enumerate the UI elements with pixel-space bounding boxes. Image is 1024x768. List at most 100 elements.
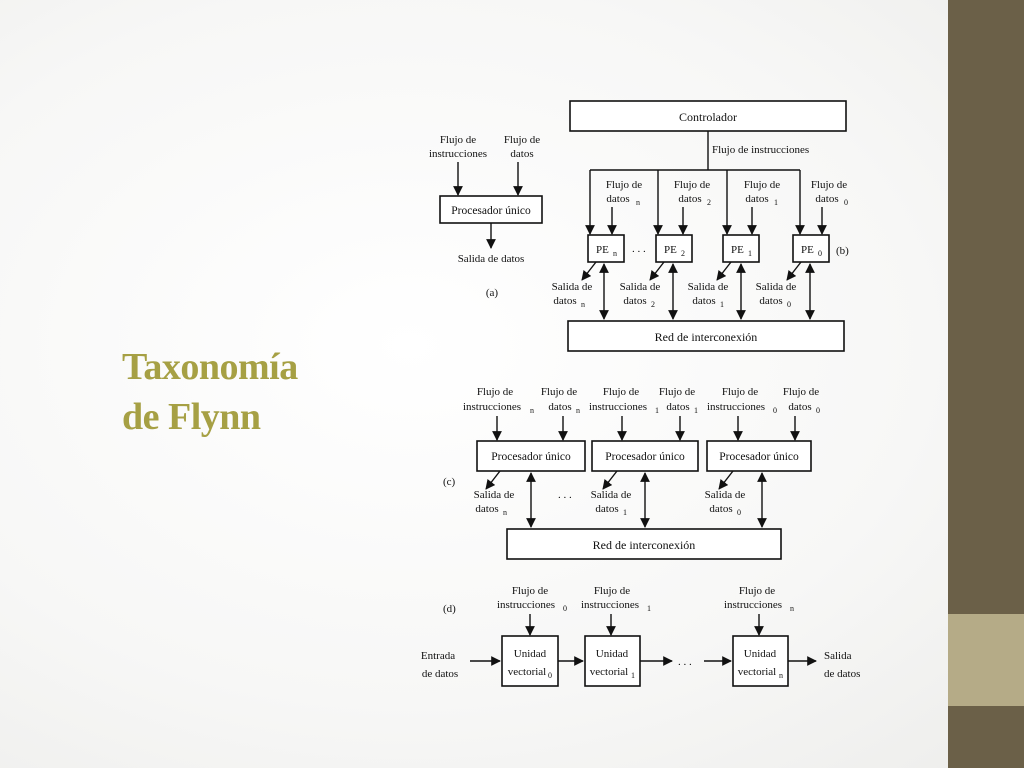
b-data-in-1-1: Flujo de <box>744 179 780 191</box>
b-data-in-2-sub: 2 <box>707 198 711 207</box>
d-instr-0-2: instrucciones <box>497 599 555 611</box>
b-out-1-2: datos <box>692 295 715 307</box>
c-network-box <box>506 528 782 560</box>
c-network-label: Red de interconexión <box>593 538 696 552</box>
d-unit-0-2: vectorial <box>508 666 546 678</box>
diagram-c-mimd: Flujo de instrucciones n Flujo de datos … <box>443 386 820 560</box>
c-data-1-1: Flujo de <box>659 386 695 398</box>
c-out-1-2: datos <box>595 503 618 515</box>
d-output-1: Salida <box>824 650 852 662</box>
b-out-arrow-2 <box>649 261 665 281</box>
slide-title: Taxonomía de Flynn <box>122 342 382 442</box>
c-panel-label: (c) <box>443 476 456 488</box>
c-instr-1-2: instrucciones <box>589 401 647 413</box>
c-out-arrow-0 <box>718 470 734 490</box>
b-data-in-1-2: datos <box>745 193 768 205</box>
d-unit-n-1: Unidad <box>744 648 777 660</box>
c-out-1-sub: 1 <box>623 508 627 517</box>
d-unit-n-2: vectorial <box>738 666 776 678</box>
diagram-b-simd: Controlador Flujo de instrucciones Flujo… <box>552 100 849 352</box>
c-data-n-1: Flujo de <box>541 386 577 398</box>
b-out-0-1: Salida de <box>756 281 797 293</box>
b-out-0-sub: 0 <box>787 300 791 309</box>
b-data-in-0-1: Flujo de <box>811 179 847 191</box>
b-data-in-2-2: datos <box>678 193 701 205</box>
b-out-arrow-0 <box>786 261 802 281</box>
c-out-0-1: Salida de <box>705 489 746 501</box>
d-unit-box-1 <box>584 635 641 687</box>
a-data-label-2: datos <box>510 148 533 160</box>
c-instr-1-1: Flujo de <box>603 386 639 398</box>
b-pe-sub-0: 0 <box>818 249 822 258</box>
c-data-1-sub: 1 <box>694 406 698 415</box>
b-controller-box <box>569 100 847 132</box>
d-unit-n-sub: n <box>779 671 783 680</box>
a-processor-label: Procesador único <box>451 205 531 217</box>
a-output-label: Salida de datos <box>458 253 525 265</box>
b-out-arrow-1 <box>716 261 732 281</box>
d-ellipsis: . . . <box>678 656 692 668</box>
b-ellipsis: . . . <box>632 243 646 255</box>
c-out-n-2: datos <box>475 503 498 515</box>
b-out-1-sub: 1 <box>720 300 724 309</box>
b-controller-label: Controlador <box>679 110 737 124</box>
b-data-in-1-sub: 1 <box>774 198 778 207</box>
b-out-2-2: datos <box>623 295 646 307</box>
d-instr-0-sub: 0 <box>563 604 567 613</box>
c-instr-0-2: instrucciones <box>707 401 765 413</box>
b-out-n-sub: n <box>581 300 585 309</box>
b-pe-box-0 <box>792 234 830 263</box>
d-unit-box-0 <box>501 635 559 687</box>
b-data-in-2-1: Flujo de <box>674 179 710 191</box>
c-data-n-sub: n <box>576 406 580 415</box>
d-output-2: de datos <box>824 668 860 680</box>
title-line-1: Taxonomía <box>122 346 298 388</box>
c-out-0-sub: 0 <box>737 508 741 517</box>
sidebar-light-accent <box>948 614 1024 706</box>
d-instr-1-2: instrucciones <box>581 599 639 611</box>
b-pe-box-1 <box>722 234 760 263</box>
d-input-1: Entrada <box>421 650 455 662</box>
b-network-box <box>567 320 845 352</box>
c-data-0-sub: 0 <box>816 406 820 415</box>
diagram-a-sisd: Flujo de instrucciones Flujo de datos Pr… <box>429 134 543 299</box>
d-unit-0-sub: 0 <box>548 671 552 680</box>
d-input-2: de datos <box>422 668 458 680</box>
d-unit-1-2: vectorial <box>590 666 628 678</box>
c-out-n-sub: n <box>503 508 507 517</box>
c-processor-label-n: Procesador único <box>491 451 571 463</box>
b-instr-stream-label: Flujo de instrucciones <box>712 144 809 156</box>
c-instr-0-1: Flujo de <box>722 386 758 398</box>
b-pe-box-2 <box>655 234 693 263</box>
c-data-n-2: datos <box>548 401 571 413</box>
c-processor-box-1 <box>591 440 699 472</box>
b-out-n-2: datos <box>553 295 576 307</box>
b-data-in-n-1: Flujo de <box>606 179 642 191</box>
b-pe-label-1: PE <box>731 244 744 256</box>
d-unit-1-sub: 1 <box>631 671 635 680</box>
b-pe-box-n <box>587 234 625 263</box>
d-unit-1-1: Unidad <box>596 648 629 660</box>
c-out-n-1: Salida de <box>474 489 515 501</box>
b-out-arrow-n <box>581 261 597 281</box>
d-instr-n-2: instrucciones <box>724 599 782 611</box>
c-processor-label-1: Procesador único <box>605 451 685 463</box>
b-pe-sub-n: n <box>613 249 617 258</box>
c-out-0-2: datos <box>709 503 732 515</box>
d-instr-1-sub: 1 <box>647 604 651 613</box>
a-instr-label-2: instrucciones <box>429 148 487 160</box>
c-data-1-2: datos <box>666 401 689 413</box>
c-out-arrow-n <box>485 470 501 490</box>
diagram-d-vector: (d) Flujo de instrucciones 0 Flujo de in… <box>421 585 860 687</box>
b-data-in-n-2: datos <box>606 193 629 205</box>
b-out-0-2: datos <box>759 295 782 307</box>
a-instr-label-1: Flujo de <box>440 134 476 146</box>
c-processor-box-n <box>476 440 586 472</box>
c-data-0-1: Flujo de <box>783 386 819 398</box>
a-data-label-1: Flujo de <box>504 134 540 146</box>
b-pe-sub-2: 2 <box>681 249 685 258</box>
c-out-arrow-1 <box>602 470 618 490</box>
c-processor-label-0: Procesador único <box>719 451 799 463</box>
b-pe-label-0: PE <box>801 244 814 256</box>
